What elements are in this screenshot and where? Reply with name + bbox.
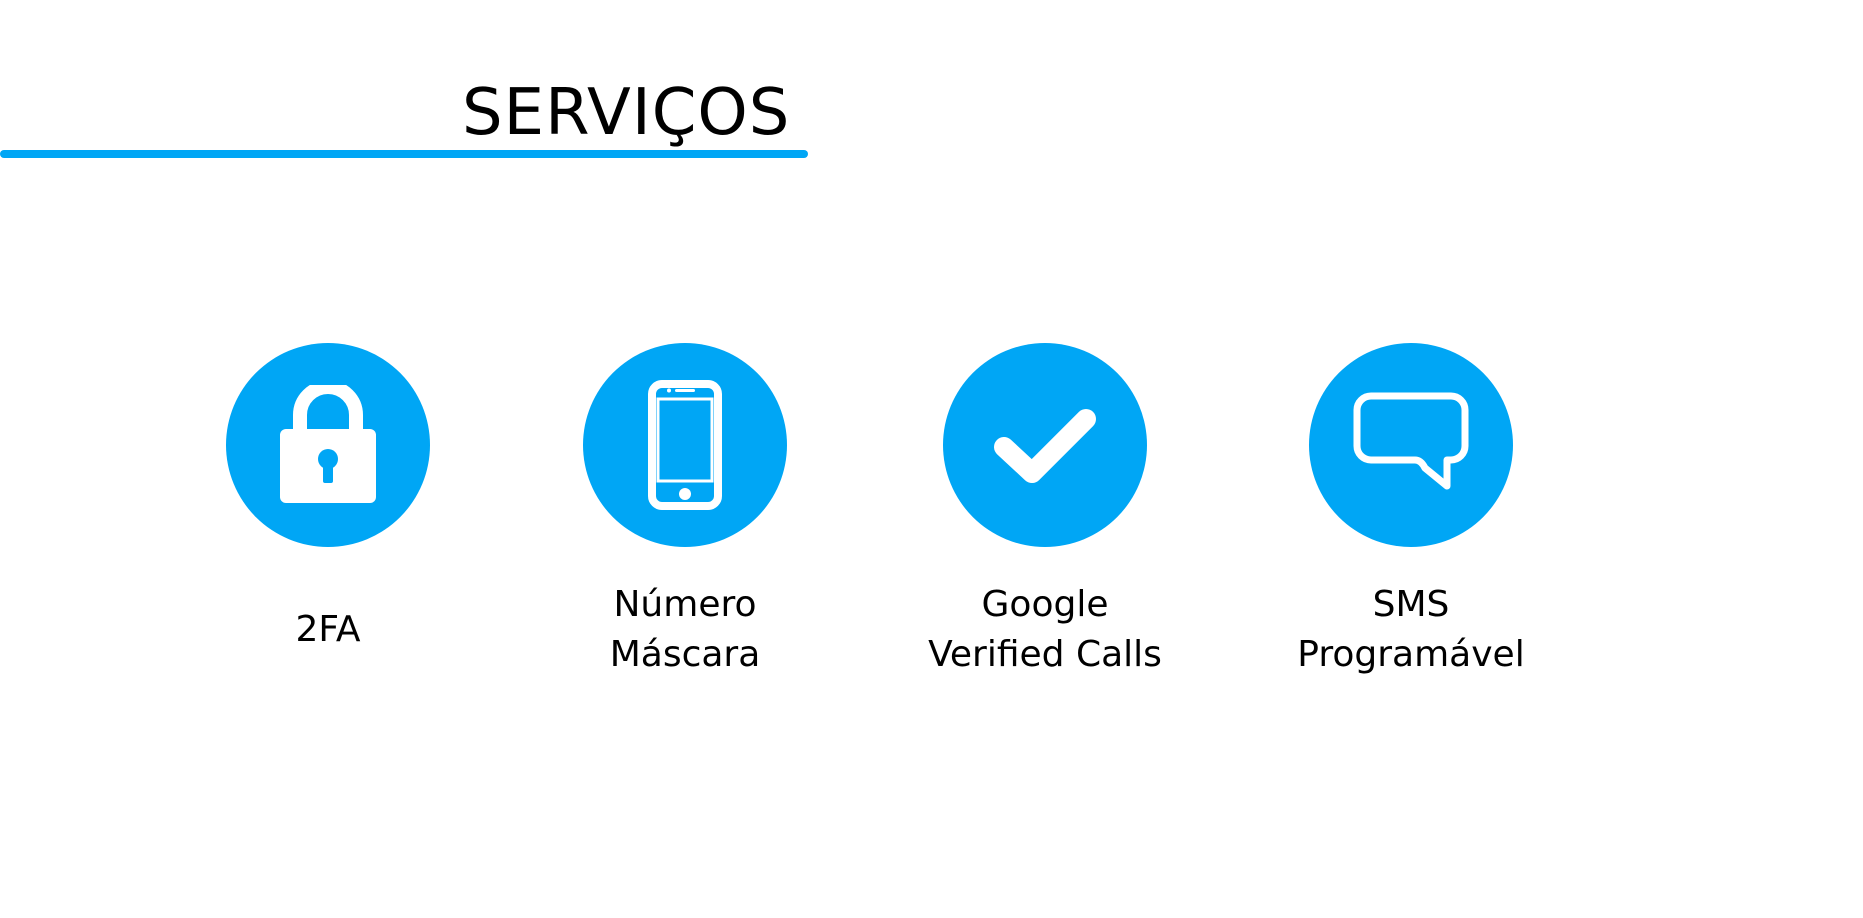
service-label: 2FA (168, 575, 488, 685)
page-title: SERVIÇOS (462, 76, 791, 150)
service-icon-circle (943, 343, 1147, 547)
service-label-line1: Número (613, 584, 757, 625)
service-label-line2: Programável (1297, 634, 1525, 675)
service-label: SMS Programável (1251, 575, 1571, 685)
checkmark-icon (994, 409, 1096, 483)
service-label-line1: SMS (1372, 584, 1450, 625)
service-icon-circle (226, 343, 430, 547)
service-google-verified-calls[interactable]: Google Verified Calls (885, 343, 1205, 685)
service-numero-mascara[interactable]: Número Máscara (525, 343, 845, 685)
service-label-line2: Máscara (609, 634, 761, 675)
service-label: Google Verified Calls (885, 575, 1205, 685)
service-sms-programavel[interactable]: SMS Programável (1251, 343, 1571, 685)
service-label: Número Máscara (525, 575, 845, 685)
smartphone-icon (648, 380, 722, 510)
lock-icon (280, 385, 376, 503)
service-icon-circle (583, 343, 787, 547)
service-label-line2: Verified Calls (928, 634, 1162, 675)
chat-bubble-icon (1353, 392, 1469, 490)
title-underline (0, 150, 808, 158)
service-icon-circle (1309, 343, 1513, 547)
service-2fa[interactable]: 2FA (168, 343, 488, 685)
service-label-line1: 2FA (295, 609, 361, 650)
service-label-line1: Google (981, 584, 1109, 625)
